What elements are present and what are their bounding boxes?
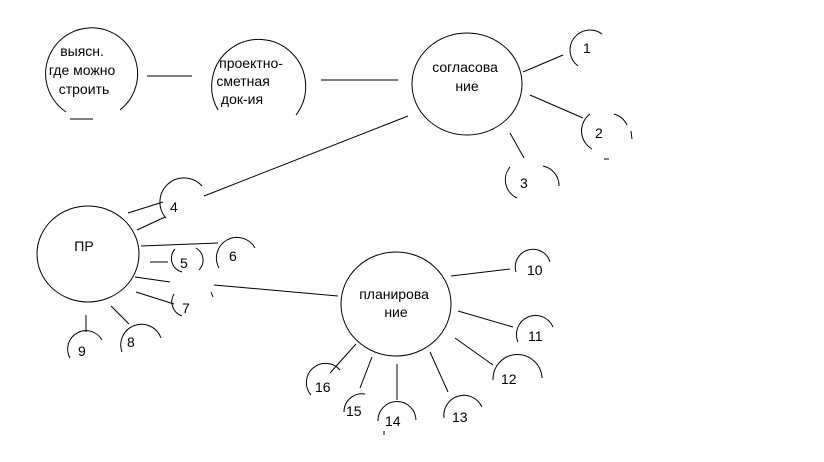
step-16-label: 16 xyxy=(315,379,331,395)
step-2-arc-b xyxy=(613,113,628,126)
link-pr-planning-b xyxy=(213,284,339,297)
svg-text:проектно- сметная: проектно- сметная док-ия xyxy=(216,55,287,107)
node-planning-label-2: ние xyxy=(384,304,408,320)
step-6-arc xyxy=(215,236,256,269)
link-pr-6 xyxy=(140,242,219,247)
node-design-docs: проектно- сметная док-ия xyxy=(211,39,307,116)
link-planning-11 xyxy=(457,310,514,328)
link-pr-planning xyxy=(134,276,171,283)
step-3-label: 3 xyxy=(520,175,528,191)
link-pr-4b xyxy=(136,216,166,231)
step-6: 6 xyxy=(215,236,256,269)
step-4-arc xyxy=(159,177,203,219)
node-where-to-build-label-2: где можно xyxy=(49,62,116,78)
step-1-label: 1 xyxy=(583,40,591,56)
step-9-arc xyxy=(67,330,103,359)
link-pr-8 xyxy=(110,305,130,325)
node-planning-label-1: планирова xyxy=(359,286,429,302)
step-14-label: 14 xyxy=(385,413,401,429)
step-15-arc xyxy=(343,393,366,413)
step-2-arc xyxy=(581,113,593,150)
step-13-arc xyxy=(443,394,483,419)
node-where-to-build-label-3: строить xyxy=(59,81,110,97)
step-6-label: 6 xyxy=(229,248,237,264)
node-approval-shape xyxy=(411,32,523,136)
step-7: 7 xyxy=(171,291,214,317)
node-pr-shape xyxy=(36,205,140,303)
step-16: 16 xyxy=(305,362,341,396)
node-design-docs-label-2: сметная xyxy=(216,73,269,89)
step-15: 15 xyxy=(343,393,366,419)
step-3: 3 xyxy=(504,165,560,199)
node-design-docs-label-3: док-ия xyxy=(221,91,263,107)
step-1: 1 xyxy=(569,29,603,67)
step-11: 11 xyxy=(515,314,554,344)
svg-text:планирова ние: планирова ние xyxy=(359,286,433,320)
step-5-label: 5 xyxy=(180,255,188,271)
step-7-tick xyxy=(210,291,214,298)
node-approval-label-1: согласова xyxy=(432,59,498,75)
step-2-tick-a xyxy=(630,130,633,140)
step-9: 9 xyxy=(67,330,103,359)
step-11-arc xyxy=(515,314,554,343)
step-1-arc xyxy=(569,29,603,67)
step-3-arc-b xyxy=(542,165,560,187)
step-8-label: 8 xyxy=(127,334,135,350)
node-where-to-build-label-1: выясн. xyxy=(60,43,104,59)
link-planning-16 xyxy=(329,343,357,374)
step-14-arc xyxy=(377,401,417,422)
numbered-nodes: 1 2 3 4 5 6 7 xyxy=(67,29,633,435)
node-pr-label: ПР xyxy=(74,238,93,254)
step-7-label: 7 xyxy=(182,300,190,316)
link-planning-15 xyxy=(359,356,373,389)
node-approval-label-2: ние xyxy=(455,78,479,94)
step-13: 13 xyxy=(443,394,483,425)
svg-text:выясн. где можно с: выясн. где можно строить xyxy=(49,43,119,97)
link-approval-pr xyxy=(203,115,409,197)
step-7-arc xyxy=(171,293,183,317)
step-13-label: 13 xyxy=(452,409,468,425)
step-10-arc xyxy=(514,248,551,273)
step-2: 2 xyxy=(581,113,633,160)
step-10: 10 xyxy=(514,248,551,278)
step-9-label: 9 xyxy=(78,343,86,359)
node-pr: ПР xyxy=(36,205,140,303)
node-planning-shape xyxy=(340,251,452,357)
step-5-arc-b xyxy=(195,247,204,271)
link-planning-10 xyxy=(450,268,511,277)
step-2-label: 2 xyxy=(595,125,603,141)
step-14: 14 xyxy=(377,401,417,435)
connectors xyxy=(85,54,584,400)
node-where-to-build: выясн. где можно строить xyxy=(45,27,139,120)
link-approval-3 xyxy=(509,132,525,159)
step-12-label: 12 xyxy=(501,371,517,387)
step-10-label: 10 xyxy=(527,262,543,278)
step-12-arc xyxy=(492,354,543,381)
link-approval-1 xyxy=(522,54,564,73)
link-pr-7 xyxy=(135,291,175,305)
step-12: 12 xyxy=(492,354,543,387)
node-design-docs-shape xyxy=(211,39,307,116)
step-8: 8 xyxy=(120,323,162,353)
step-4: 4 xyxy=(159,177,203,219)
svg-text:согласова ние: согласова ние xyxy=(432,59,502,94)
step-11-label: 11 xyxy=(528,328,543,344)
step-3-arc xyxy=(504,166,518,199)
link-planning-12 xyxy=(454,337,494,366)
node-approval: согласова ние xyxy=(411,32,523,136)
step-4-label: 4 xyxy=(170,199,178,215)
link-pr-4a xyxy=(127,201,164,214)
node-where-to-build-shape xyxy=(45,27,139,113)
node-design-docs-label-1: проектно- xyxy=(219,55,283,71)
step-15-label: 15 xyxy=(346,403,362,419)
node-planning: планирова ние xyxy=(340,251,452,357)
step-5-arc xyxy=(170,248,183,273)
link-approval-2 xyxy=(529,94,584,119)
step-8-arc xyxy=(120,323,162,353)
step-5: 5 xyxy=(170,247,204,273)
link-planning-13 xyxy=(429,351,449,393)
step-16-arc xyxy=(305,362,341,396)
